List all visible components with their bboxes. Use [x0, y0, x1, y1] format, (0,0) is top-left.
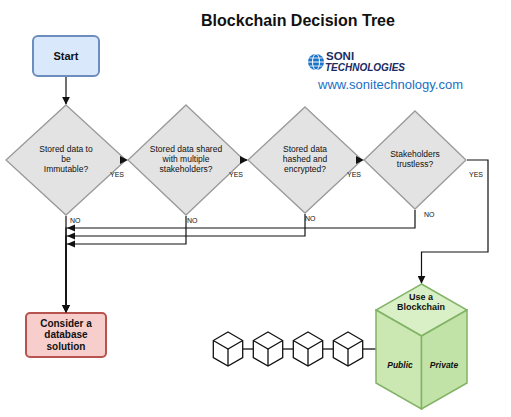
- logo-globe: [308, 54, 324, 70]
- merge-arrowhead: [67, 233, 75, 240]
- decision-diamond: Stored data hashed and encrypted?: [247, 106, 363, 214]
- flow-connector: [66, 214, 305, 312]
- cube-face: [376, 310, 422, 409]
- block-cube: [293, 332, 322, 366]
- block-cube: [333, 332, 362, 366]
- edge-label: NO: [187, 217, 198, 224]
- node-text: Consider a database solution: [31, 318, 101, 353]
- website-url: www.sonitechnology.com: [318, 77, 463, 92]
- chain-link: [323, 348, 334, 349]
- cube-outline: [375, 283, 468, 410]
- flow-connector: [245, 159, 247, 160]
- edge-label: YES: [469, 171, 483, 178]
- diamond-shape: [6, 105, 126, 215]
- decision-diamond: Stakeholders trustless?: [363, 110, 467, 210]
- start-terminal: Start: [32, 35, 100, 77]
- decision-diamond: Stored data to be Immutable?: [5, 104, 127, 216]
- globe-equator: [308, 62, 324, 63]
- diamond-shape: [364, 111, 466, 209]
- cube-face: [422, 310, 468, 409]
- block-cube: [253, 332, 282, 366]
- chain-illustration: [213, 332, 377, 366]
- node-text: Stakeholders trustless?: [387, 150, 443, 170]
- result-box: Consider a database solution: [25, 312, 107, 358]
- edge-label: NO: [70, 217, 81, 224]
- node-text: Start: [36, 50, 96, 63]
- merge-arrowhead: [67, 225, 75, 232]
- node-text: Stored data hashed and encrypted?: [277, 145, 333, 174]
- flow-connector: [65, 77, 66, 104]
- node-text: Stored data to be Immutable?: [38, 145, 94, 174]
- node-text: Stored data shared with multiple stakeho…: [143, 145, 229, 174]
- flow-connector: [422, 160, 489, 283]
- block-cube: [213, 332, 242, 366]
- logo-name: SONI: [326, 50, 354, 62]
- edge-label: NO: [305, 215, 316, 222]
- logo-subtitle: TECHNOLOGIES: [325, 62, 405, 73]
- diamond-shape: [128, 105, 244, 215]
- chain-link: [243, 348, 254, 349]
- chain-link: [363, 348, 377, 349]
- blockchain-cube: Use a BlockchainPublicPrivate: [375, 283, 468, 410]
- node-text: Use a Blockchain: [391, 292, 451, 313]
- node-text: Public: [380, 361, 420, 371]
- flow-connector: [66, 216, 186, 312]
- globe-parallel: [310, 58, 323, 59]
- globe-icon: [308, 54, 324, 70]
- edge-label: YES: [229, 171, 243, 178]
- flow-connector: [65, 216, 66, 312]
- connector-group: [66, 77, 488, 312]
- node-text: Private: [423, 361, 465, 371]
- merge-arrowhead: [67, 241, 75, 248]
- diagram-title: Blockchain Decision Tree: [0, 12, 511, 30]
- edge-label: YES: [110, 171, 124, 178]
- merge-arrowheads: [67, 225, 75, 248]
- decision-diamond: Stored data shared with multiple stakeho…: [127, 104, 245, 216]
- edge-label: YES: [347, 171, 361, 178]
- globe-parallel: [310, 66, 323, 67]
- edge-label: NO: [424, 211, 435, 218]
- flow-connector: [66, 210, 415, 312]
- chain-link: [283, 348, 294, 349]
- diamond-shape: [248, 107, 362, 213]
